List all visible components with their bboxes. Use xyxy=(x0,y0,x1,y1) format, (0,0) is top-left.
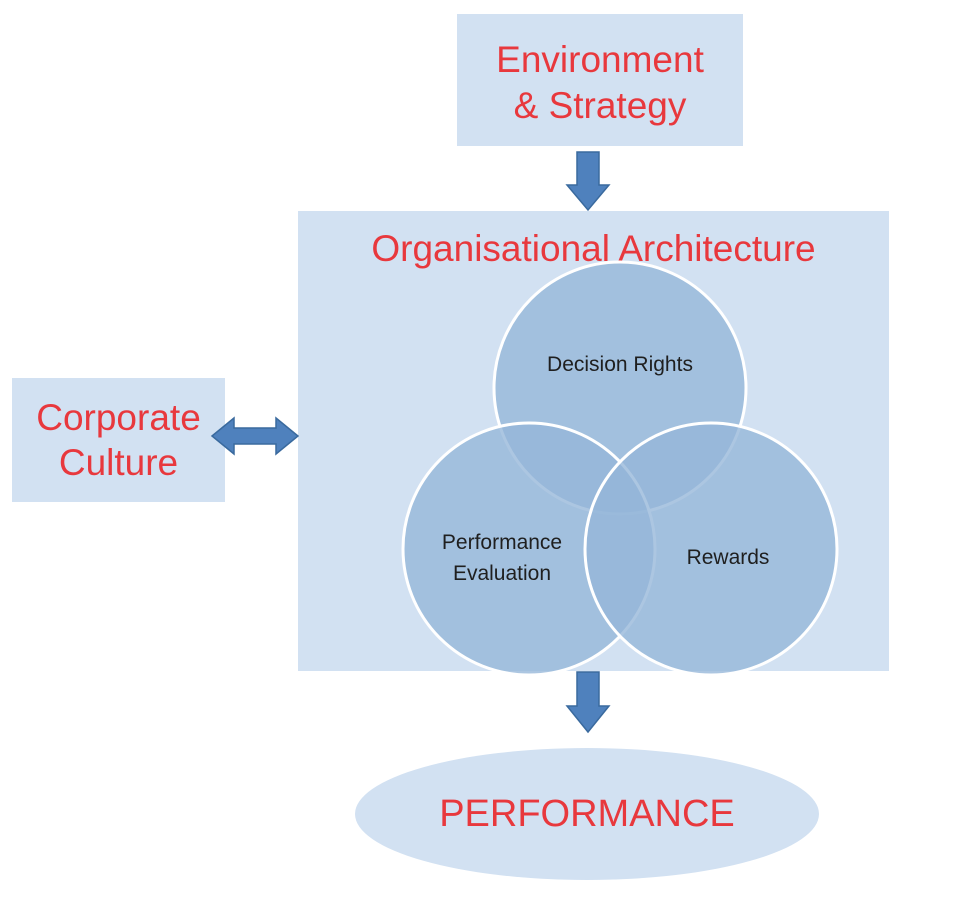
corporate-culture-label: Corporate Culture xyxy=(12,395,225,485)
environment-strategy-label: Environment & Strategy xyxy=(457,37,743,129)
environment-strategy-line-1: Environment xyxy=(496,39,704,80)
corporate-culture-box: Corporate Culture xyxy=(12,378,225,502)
environment-strategy-box: Environment & Strategy xyxy=(457,14,743,146)
rewards-circle xyxy=(583,421,839,677)
performance-evaluation-line-2: Evaluation xyxy=(452,562,552,585)
environment-strategy-line-2: & Strategy xyxy=(513,85,687,126)
corporate-culture-line-1: Corporate xyxy=(36,397,201,438)
performance-label: PERFORMANCE xyxy=(439,793,735,835)
down-arrow-icon xyxy=(565,151,611,212)
double-arrow-icon xyxy=(210,416,300,456)
down-arrow-icon xyxy=(565,671,611,734)
rewards-label: Rewards xyxy=(686,546,770,569)
decision-rights-label: Decision Rights xyxy=(547,353,693,376)
performance-ellipse: PERFORMANCE xyxy=(355,748,819,880)
corporate-culture-line-2: Culture xyxy=(58,442,179,483)
performance-evaluation-label: Performance Evaluation xyxy=(410,527,594,589)
organisational-architecture-title: Organisational Architecture xyxy=(371,228,816,269)
performance-evaluation-line-1: Performance xyxy=(441,531,563,554)
